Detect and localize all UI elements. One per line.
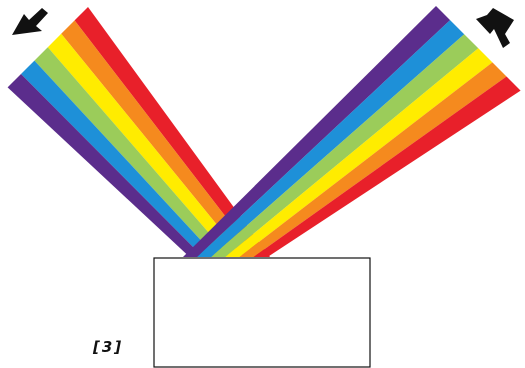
arrow-up-right-icon <box>476 8 514 48</box>
marks-label: [3] <box>93 338 123 356</box>
arrow-down-right-icon <box>12 8 48 35</box>
answer-box[interactable] <box>154 258 370 367</box>
reflected-beam-band <box>225 48 492 257</box>
reflected-rainbow-beam <box>183 6 521 257</box>
reflected-beam-band <box>211 34 478 257</box>
